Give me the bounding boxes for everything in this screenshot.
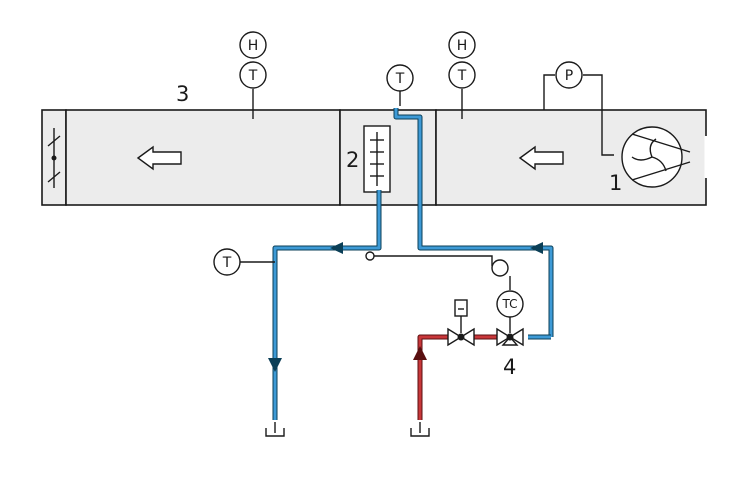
- fan-icon: [621, 126, 691, 188]
- heating-coil: [363, 125, 391, 193]
- supply-line: [413, 334, 497, 420]
- bypass-line: [365, 251, 511, 290]
- temperature-controller: TC: [496, 290, 524, 318]
- temperature-sensor-return: T: [213, 248, 275, 276]
- temperature-sensor-left: T: [239, 61, 267, 89]
- temperature-sensor-right: T: [448, 61, 476, 89]
- damper-section: [41, 109, 67, 206]
- airflow-arrow-icon: [136, 145, 182, 171]
- label-component-4: 4: [503, 355, 516, 379]
- svg-text:T: T: [457, 68, 467, 84]
- svg-text:T: T: [222, 255, 232, 271]
- temperature-sensor-coil: T: [386, 64, 414, 92]
- airflow-arrow-icon: [518, 145, 564, 171]
- svg-text:T: T: [248, 68, 258, 84]
- return-line: [268, 108, 554, 420]
- damper-icon: [47, 128, 61, 188]
- drain-terminal-right: [410, 422, 430, 437]
- humidity-sensor-right: H: [448, 31, 476, 59]
- label-component-3: 3: [176, 82, 189, 106]
- humidity-sensor-left: H: [239, 31, 267, 59]
- duct-section-3: [65, 109, 341, 206]
- svg-text:T: T: [395, 71, 405, 87]
- svg-text:H: H: [457, 38, 468, 54]
- label-component-2: 2: [346, 148, 359, 172]
- valve-icon: [496, 316, 524, 347]
- svg-text:TC: TC: [501, 297, 517, 311]
- svg-text:P: P: [565, 68, 573, 84]
- valve-icon: [447, 316, 475, 347]
- instrument-leaders: [252, 74, 614, 156]
- svg-text:H: H: [248, 38, 259, 54]
- drain-terminal-left: [265, 422, 285, 437]
- label-component-1: 1: [609, 171, 622, 195]
- actuator-icon: [454, 299, 468, 317]
- pressure-sensor: P: [555, 61, 583, 89]
